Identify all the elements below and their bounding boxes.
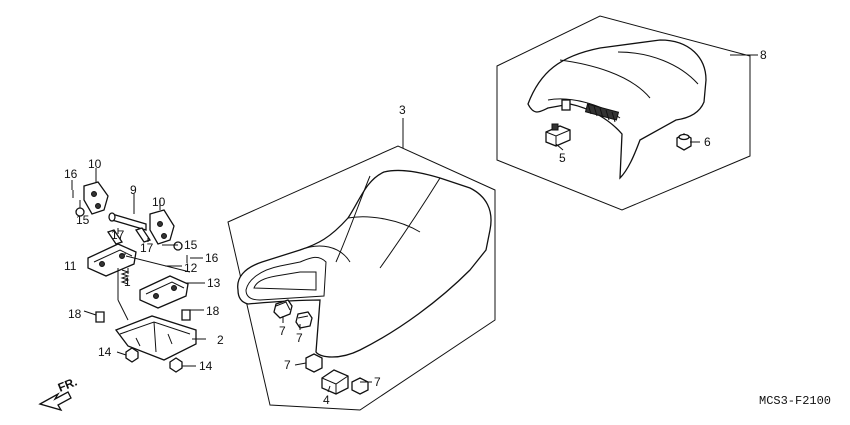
lock-bracket-base (114, 315, 197, 361)
callout-1: 1 (124, 275, 131, 289)
grommet-c (305, 353, 323, 373)
lock-plate (87, 243, 137, 277)
callout-10a: 10 (88, 157, 102, 171)
lock-plate-right (139, 275, 189, 309)
bolts (95, 227, 191, 323)
nuts (125, 347, 183, 373)
pivot-shaft (108, 212, 147, 231)
callout-17a: 17 (111, 228, 125, 242)
callout-5: 5 (559, 151, 566, 165)
callout-labels: 8 3 5 6 7 7 7 7 4 16 10 9 10 15 17 17 15… (64, 48, 767, 407)
callout-7a: 7 (279, 324, 286, 338)
callout-15b: 15 (184, 238, 198, 252)
rubber-damper-a (273, 299, 293, 319)
pins (72, 190, 188, 263)
rider-seat-group-frame (227, 145, 496, 411)
long-rod (125, 255, 191, 273)
callout-7b: 7 (296, 331, 303, 345)
callout-18a: 18 (68, 307, 82, 321)
callout-10b: 10 (152, 195, 166, 209)
seat-catch (321, 369, 349, 395)
callout-4: 4 (323, 393, 330, 407)
rider-seat (237, 169, 492, 358)
callout-16b: 16 (205, 251, 219, 265)
callout-13: 13 (207, 276, 221, 290)
callout-3: 3 (399, 103, 406, 117)
pillion-seat-group-frame (496, 15, 751, 211)
pillion-seat-hook (545, 123, 571, 147)
callout-11: 11 (64, 259, 77, 273)
lock-lever-a (83, 181, 109, 215)
callout-2: 2 (217, 333, 224, 347)
pillion-seat (527, 39, 707, 180)
rubber-damper-b (295, 311, 313, 329)
callout-18b: 18 (206, 304, 220, 318)
callout-7c: 7 (284, 358, 291, 372)
callout-7d: 7 (374, 375, 381, 389)
callout-6: 6 (704, 135, 711, 149)
front-arrow-icon: FR. (38, 375, 79, 412)
callout-14a: 14 (98, 345, 112, 359)
front-label: FR. (56, 375, 79, 395)
callout-9: 9 (130, 183, 137, 197)
callout-17b: 17 (140, 241, 154, 255)
pillion-seat-nut (676, 133, 692, 151)
spring (120, 269, 130, 285)
callout-14b: 14 (199, 359, 213, 373)
callout-8: 8 (760, 48, 767, 62)
lock-lever-b (149, 209, 175, 245)
callout-15a: 15 (76, 213, 90, 227)
callout-16a: 16 (64, 167, 78, 181)
callout-12: 12 (184, 261, 198, 275)
collar-small (75, 207, 183, 251)
diagram-code: MCS3-F2100 (759, 394, 831, 408)
grommet-d (351, 377, 369, 395)
leader-lines (71, 54, 758, 393)
